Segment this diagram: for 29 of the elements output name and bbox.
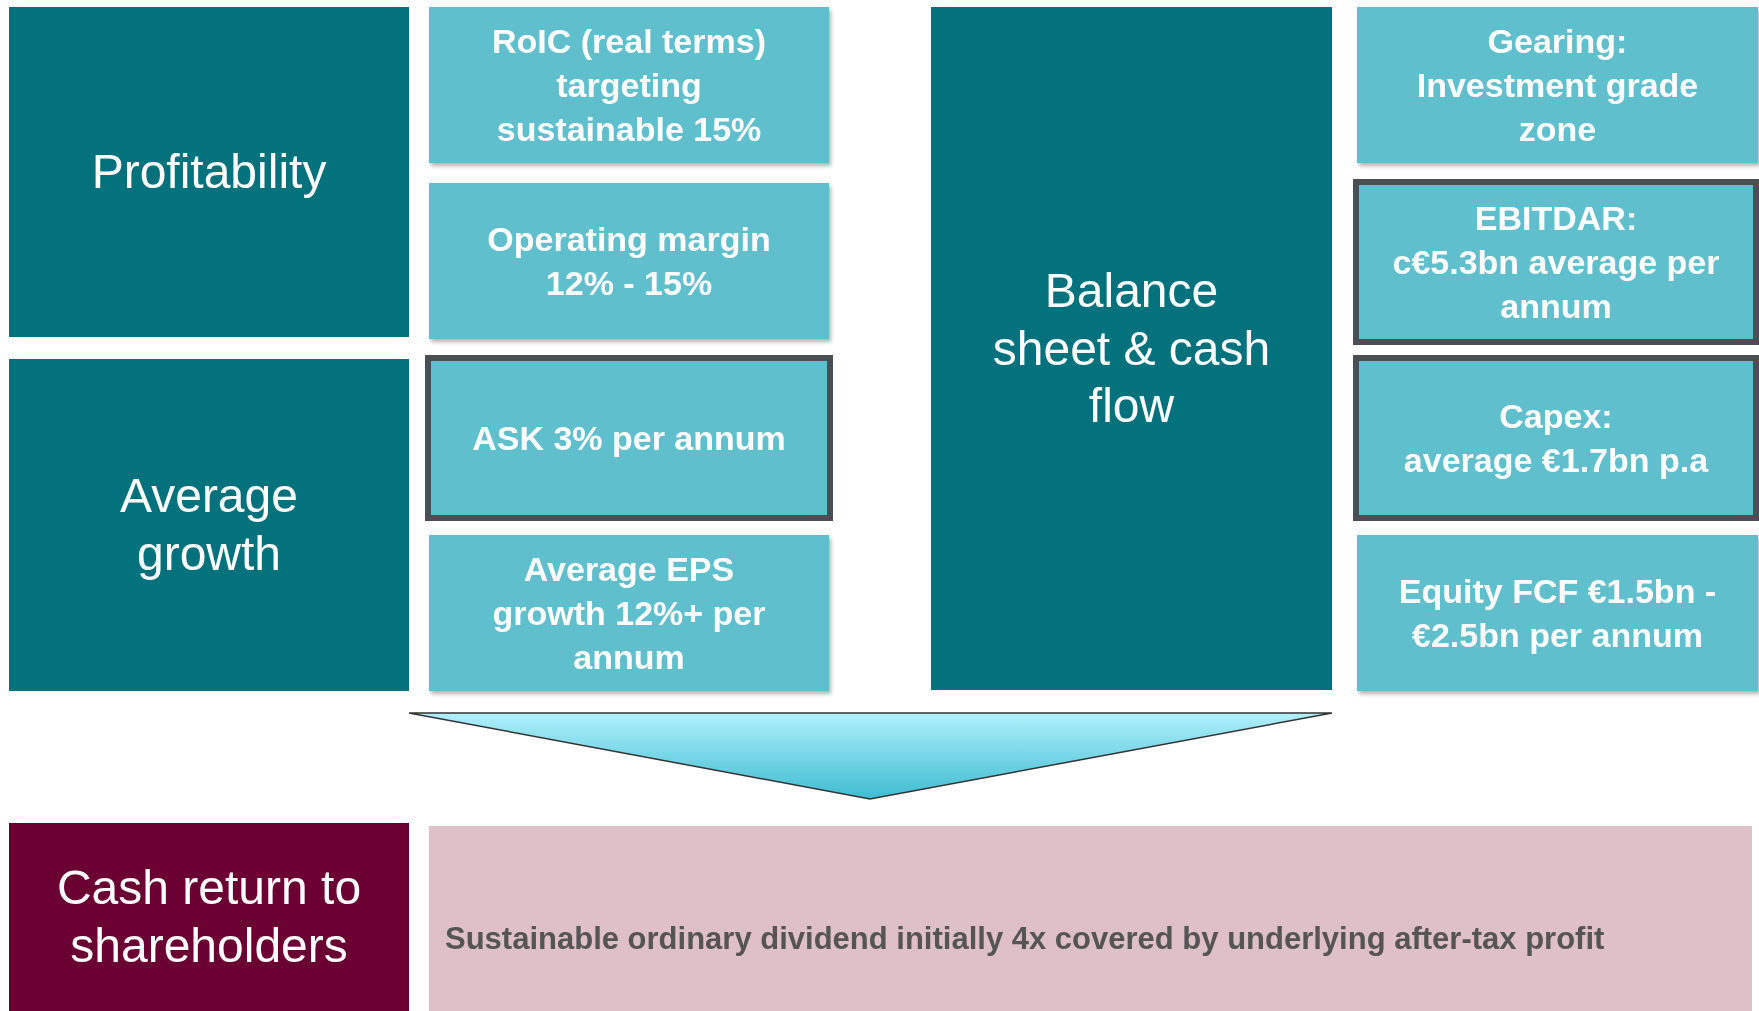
target-box [429,7,829,163]
target-box [1357,7,1758,163]
target-box [1357,535,1758,691]
target-text: Average EPS growth 12%+ per annum [491,548,767,679]
highlighted-target-box [1353,179,1759,345]
target-text: RoIC (real terms) targeting sustainable 15% [491,20,767,151]
target-text: Investment grade zone [1415,64,1700,151]
highlighted-target-box [425,355,833,521]
highlighted-target-box [1353,355,1759,521]
target-text: c€5.3bn average per annum [1391,241,1721,328]
target-text: Capex: [1498,395,1614,437]
category-title: Balance sheet & cash flow [991,263,1272,435]
target-box [429,535,829,691]
category-box [9,359,409,691]
detail-box [429,826,1752,1011]
category-box [931,7,1332,690]
detail-text: Sustainable ordinary dividend initially 4x covered by underlying after-tax profit [444,920,1606,959]
target-text: average €1.7bn p.a [1402,440,1710,481]
target-text: Operating margin 12% - 15% [486,218,772,304]
category-title: Average growth [119,468,299,582]
target-text: Equity FCF €1.5bn - €2.5bn per annum [1397,570,1718,656]
target-text: Gearing: [1486,20,1629,62]
category-title: Cash return to shareholders [55,860,363,974]
target-text: ASK 3% per annum [471,417,787,459]
target-box [429,183,829,339]
category-box [9,823,409,1011]
category-box [9,7,409,337]
target-text: EBITDAR: [1473,197,1639,239]
category-title: Profitability [90,144,328,201]
